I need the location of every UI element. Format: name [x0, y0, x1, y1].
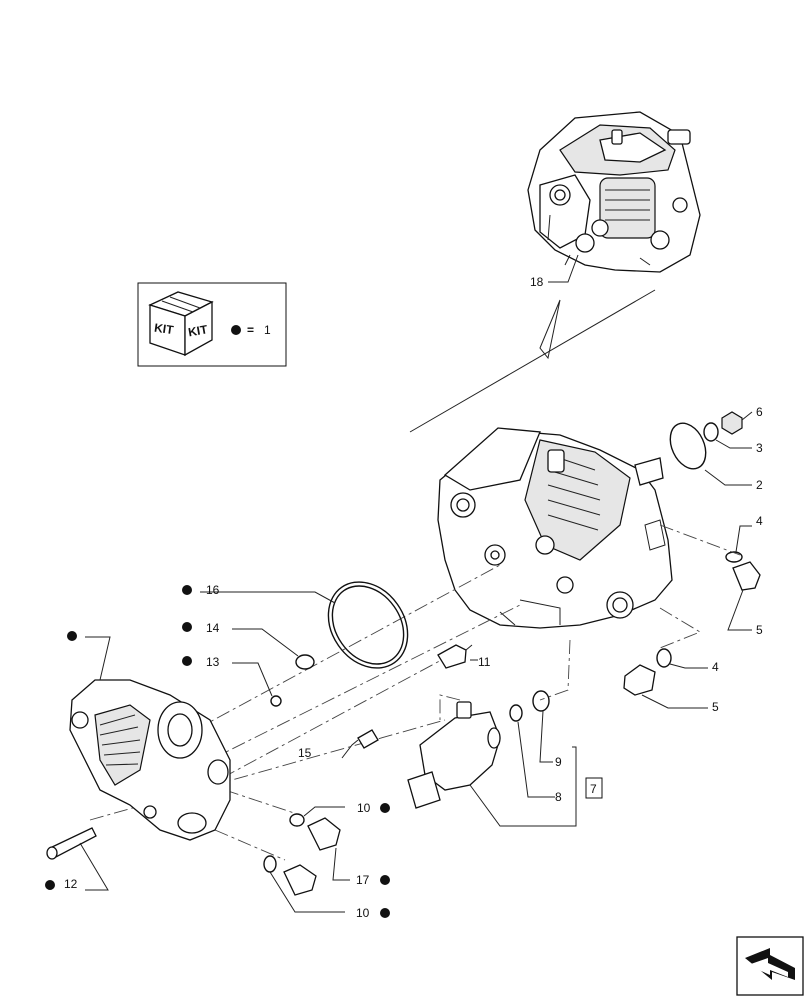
callout-4-lower: 4: [712, 660, 719, 674]
kit-dot-icon: [231, 325, 241, 335]
kit-dot-17: [380, 875, 390, 885]
plug-lower: [283, 864, 317, 896]
kit-dot-13: [182, 656, 192, 666]
metering-valve: [407, 701, 501, 809]
kit-box-icon: [148, 291, 214, 357]
kit-dot-12: [45, 880, 55, 890]
callout-16: 16: [206, 583, 220, 597]
next-page-arrow-icon[interactable]: [736, 936, 804, 996]
kit-label-left: KIT: [153, 321, 175, 338]
temperature-sensor-11: [437, 644, 467, 669]
ring-seal-2: [669, 422, 707, 470]
callout-5-upper: 5: [756, 623, 763, 637]
callout-6: 3: [756, 441, 763, 455]
screw-15: [357, 729, 379, 749]
callout-3: 6: [756, 405, 763, 419]
callout-9: 9: [555, 755, 562, 769]
plug-5-lower: [623, 664, 656, 696]
plug-5-upper: [732, 561, 761, 591]
callout-11: 11: [478, 655, 491, 669]
callout-12: 12: [64, 877, 78, 891]
callout-4-upper: 4: [756, 514, 763, 528]
complete-pump-assembly: [527, 111, 701, 273]
callout-10-lower: 10: [356, 906, 370, 920]
oring-10-lower: [263, 855, 277, 873]
callout-8: 8: [555, 790, 562, 804]
callout-17: 17: [356, 873, 370, 887]
plug-17: [307, 817, 341, 851]
pump-cover: [69, 679, 231, 841]
kit-equals: =: [247, 323, 254, 337]
group-box-7: [585, 777, 603, 799]
kit-legend: KIT KIT = 1: [137, 282, 287, 367]
oring-9: [532, 690, 550, 712]
callout-13: 13: [206, 655, 220, 669]
pump-body: [437, 427, 673, 629]
callout-7: 7: [590, 782, 597, 796]
kit-value: 1: [264, 323, 271, 337]
oring-13: [270, 695, 282, 707]
gasket-16: [327, 581, 409, 669]
oring-4-upper: [725, 551, 743, 563]
callout-14: 14: [206, 621, 220, 635]
kit-dot-10-upper: [380, 803, 390, 813]
callout-15: 15: [298, 746, 312, 760]
oring-8: [509, 704, 523, 722]
kit-dot-10-lower: [380, 908, 390, 918]
oring-14: [295, 654, 315, 670]
callout-5-lower: 5: [712, 700, 719, 714]
washer-6: [703, 422, 719, 442]
callout-2: 2: [756, 478, 763, 492]
kit-dot-16: [182, 585, 192, 595]
kit-label-right: KIT: [187, 322, 209, 339]
callout-18: 18: [530, 275, 544, 289]
callout-10-upper: 10: [357, 801, 371, 815]
kit-dot-14: [182, 622, 192, 632]
kit-dot-cover: [67, 631, 77, 641]
oring-4-lower: [656, 648, 672, 668]
oring-10-upper: [289, 813, 305, 827]
nut-3: [721, 411, 743, 435]
